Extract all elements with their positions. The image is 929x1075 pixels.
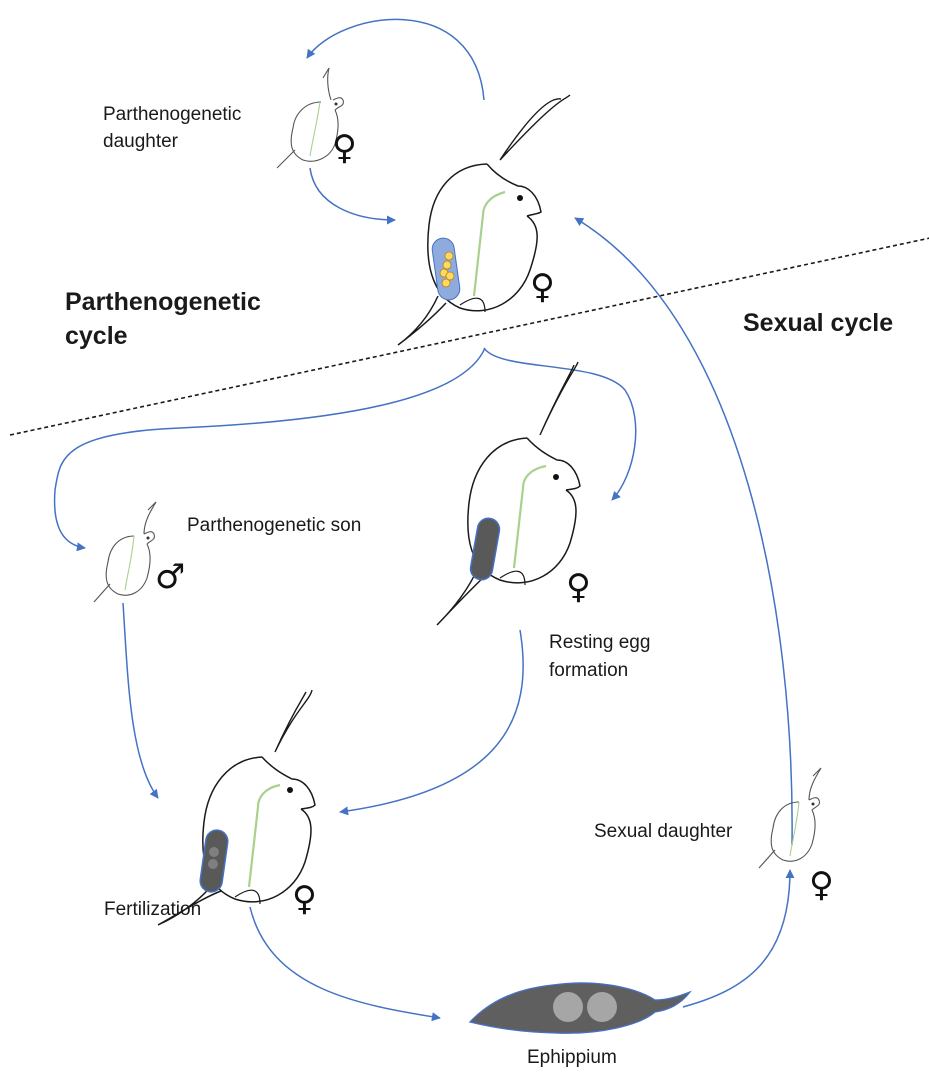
female-symbol-sexual-daughter: ♀	[809, 868, 834, 902]
ephippium-shape	[470, 983, 690, 1033]
label-parthenogenetic-cycle-line2: cycle	[65, 320, 128, 354]
label-resting-egg-line2: formation	[549, 658, 628, 684]
arrow-mother-to-daughter	[307, 19, 484, 100]
female-symbol-resting-egg: ♀	[566, 570, 591, 604]
resting-egg-female-daphnia	[437, 362, 580, 625]
label-sexual-cycle: Sexual cycle	[743, 307, 893, 341]
arrow-ephippium-to-sexual-daughter	[683, 870, 790, 1007]
label-parthenogenetic-son: Parthenogenetic son	[187, 513, 361, 539]
arrow-resting-egg-to-fertilization	[340, 630, 523, 812]
female-symbol-mother: ♀	[530, 270, 555, 304]
label-parthenogenetic-daughter-line2: daughter	[103, 129, 178, 155]
sexual-daughter-daphnia	[759, 768, 821, 868]
label-ephippium: Ephippium	[527, 1045, 617, 1071]
male-symbol-son: ♂	[155, 560, 185, 594]
label-fertilization: Fertilization	[104, 897, 201, 923]
label-sexual-daughter: Sexual daughter	[594, 819, 732, 845]
label-parthenogenetic-cycle-line1: Parthenogenetic	[65, 286, 261, 320]
arrow-daughter-to-mother	[310, 168, 395, 220]
female-symbol-daughter: ♀	[332, 131, 357, 165]
label-parthenogenetic-daughter-line1: Parthenogenetic	[103, 102, 241, 128]
arrow-son-to-fertilization	[123, 603, 158, 798]
parthenogenetic-son-daphnia	[94, 502, 156, 602]
female-symbol-fertilization: ♀	[292, 882, 317, 916]
arrow-fertilization-to-ephippium	[250, 907, 440, 1018]
label-resting-egg-line1: Resting egg	[549, 630, 650, 656]
parthenogenetic-mother-daphnia	[398, 95, 570, 345]
